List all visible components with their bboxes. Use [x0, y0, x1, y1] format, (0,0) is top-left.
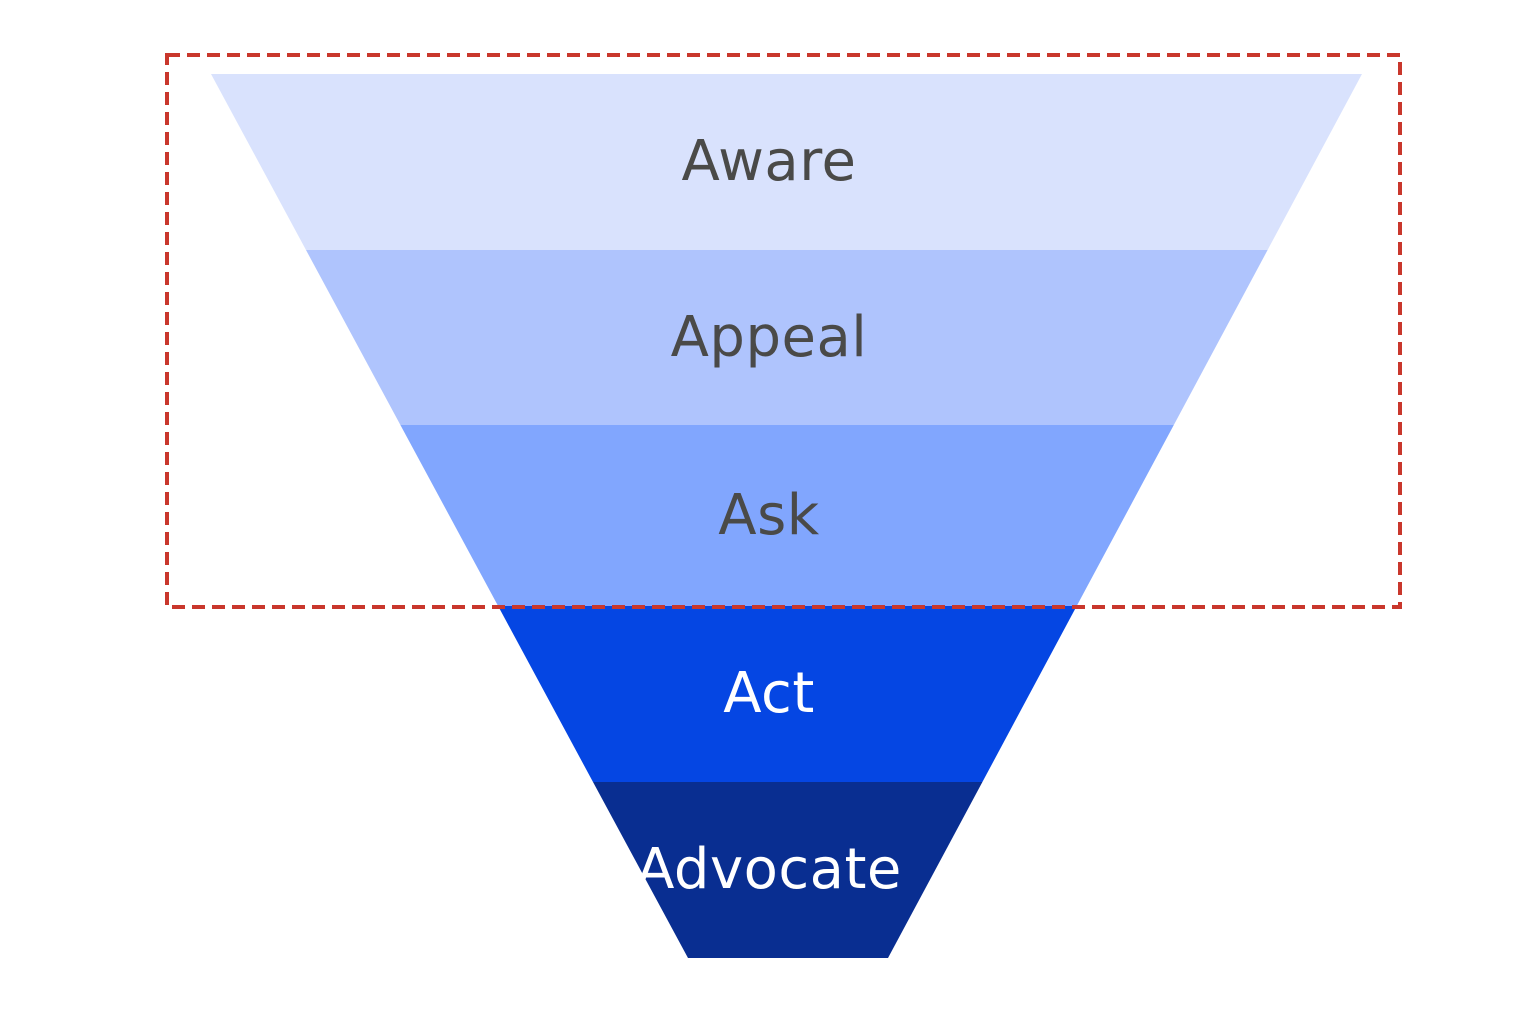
funnel-band-aware[interactable]	[211, 74, 1362, 250]
funnel-band-advocate[interactable]	[593, 782, 983, 958]
funnel-band-appeal[interactable]	[306, 250, 1268, 425]
funnel-label-appeal: Appeal	[670, 304, 868, 370]
funnel-band-ask[interactable]	[400, 425, 1174, 606]
funnel-label-ask: Ask	[718, 482, 820, 548]
funnel-label-advocate: Advocate	[636, 837, 902, 902]
funnel-label-aware: Aware	[681, 129, 857, 194]
funnel-label-act: Act	[723, 661, 815, 726]
funnel-band-act[interactable]	[498, 606, 1077, 782]
dashed-highlight-rect	[165, 53, 1402, 609]
